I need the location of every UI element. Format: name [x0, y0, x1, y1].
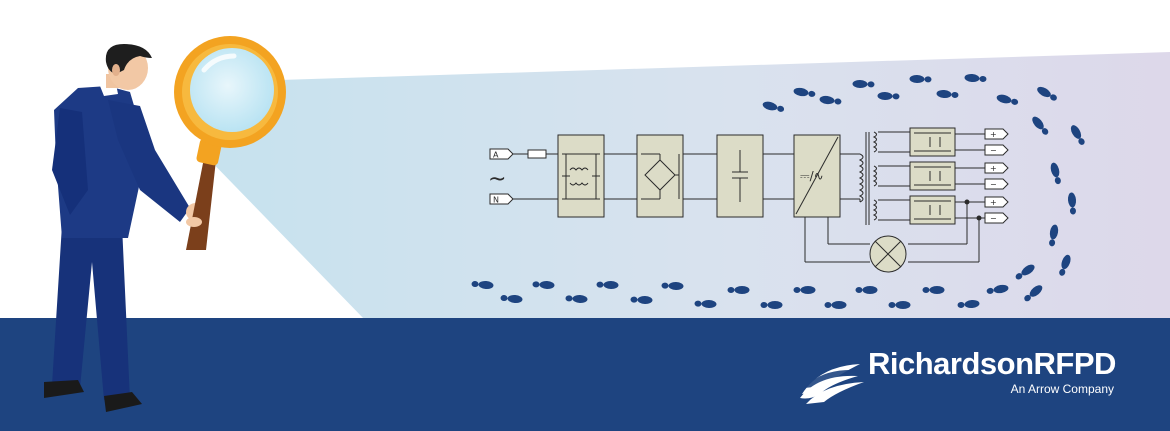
output-tag-3-minus — [984, 212, 1009, 224]
output-tag-2-minus — [984, 178, 1009, 190]
footprint-icon — [888, 301, 911, 309]
right-shoe — [104, 392, 142, 412]
output-tag-3-plus — [984, 196, 1009, 208]
businessman — [44, 44, 206, 412]
footprint-icon — [727, 286, 750, 294]
rectifier-block — [636, 134, 684, 218]
output-tag-2-plus — [984, 162, 1009, 174]
output-tag-1-minus — [984, 144, 1009, 156]
magnifier-lens — [190, 48, 274, 132]
bridge-rectifier-symbol — [641, 153, 680, 200]
emi-filter-symbol — [562, 153, 600, 200]
fuse — [527, 149, 547, 159]
input-n-tag — [489, 193, 514, 205]
feedback-loop — [804, 199, 982, 273]
input-a-label: A — [493, 151, 499, 160]
bulk-capacitor-block — [716, 134, 764, 218]
back-arm — [52, 108, 88, 215]
circuit-diagram — [489, 127, 1009, 273]
legs — [52, 225, 130, 400]
ac-symbol: ~ — [488, 167, 506, 192]
arm — [108, 100, 190, 222]
output-tag-1-plus — [984, 128, 1009, 140]
input-n-label: N — [493, 196, 499, 205]
magnifier-handle — [186, 158, 216, 250]
logo-tagline: An Arrow Company — [1010, 382, 1114, 396]
output-stage-1 — [878, 127, 985, 157]
magnifying-glass-icon — [174, 36, 286, 250]
transformer-symbol — [858, 131, 877, 225]
fingers — [186, 217, 202, 227]
lens-glare — [201, 53, 237, 73]
footprint-icon — [793, 286, 816, 294]
left-shoe — [44, 380, 84, 398]
company-logo: RichardsonRFPD An Arrow Company — [800, 346, 1130, 406]
footprint-icon — [855, 286, 878, 294]
output-2-plus-label: + — [990, 164, 997, 173]
output-2-minus-label: − — [990, 180, 997, 189]
bottom-banner — [0, 318, 1170, 431]
output-1-plus-label: + — [990, 130, 997, 139]
output-stage-2 — [878, 161, 985, 191]
input-a-tag — [489, 148, 514, 160]
capacitor-symbol — [732, 150, 748, 202]
converter-symbol: ⎓/∿ — [800, 169, 824, 183]
wave-logo-icon — [800, 364, 864, 404]
light-beam — [200, 52, 1170, 320]
output-stage-3 — [878, 195, 985, 225]
output-1-minus-label: − — [990, 146, 997, 155]
footprint-icon — [760, 301, 783, 309]
output-3-plus-label: + — [990, 198, 997, 207]
logo-name: RichardsonRFPD — [868, 346, 1116, 381]
circuit-labels: A N ~ ⎓/∿ + − + − + − — [488, 130, 997, 223]
footprint-icon — [824, 301, 847, 309]
ear — [112, 64, 120, 76]
footprint-icon — [922, 286, 945, 294]
output-3-minus-label: − — [990, 214, 997, 223]
